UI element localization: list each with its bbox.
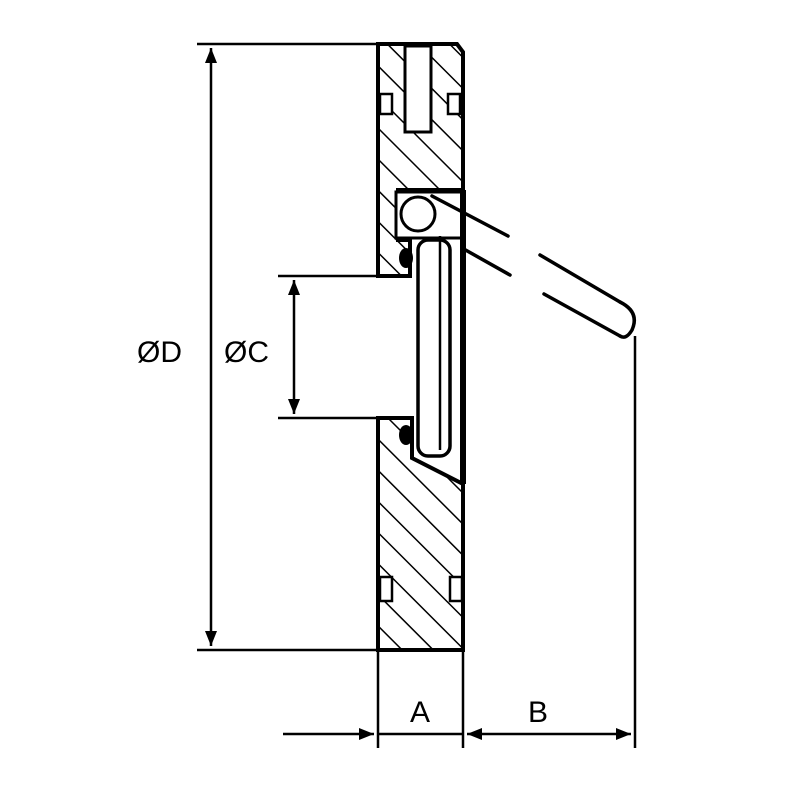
dimension-od [197, 42, 378, 652]
disc-open-position [430, 194, 636, 339]
od-label: ØD [137, 336, 182, 369]
disc-assembly [394, 190, 466, 484]
dimension-a [283, 650, 465, 748]
dimension-b [467, 336, 637, 748]
valve-body-section [376, 42, 465, 652]
dimension-oc [278, 274, 412, 420]
oc-label: ØC [224, 336, 269, 369]
b-label: B [528, 696, 548, 729]
a-label: A [410, 696, 430, 729]
